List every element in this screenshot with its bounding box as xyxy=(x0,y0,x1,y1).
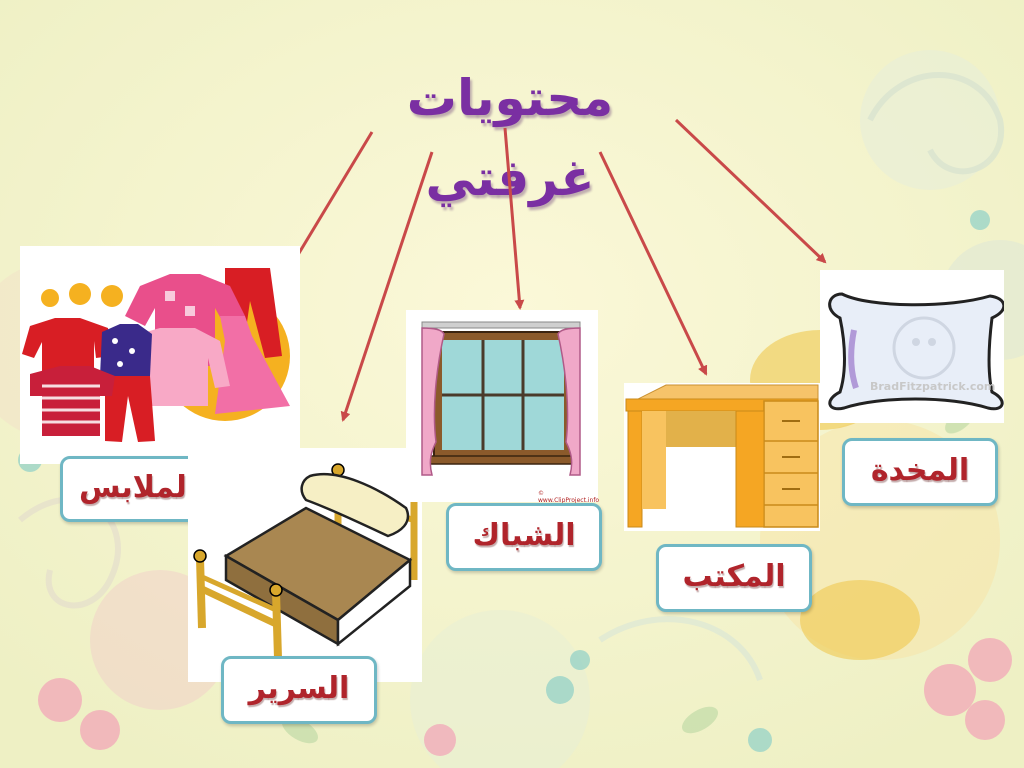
label-desk: المكتب xyxy=(656,544,812,612)
desk-image xyxy=(624,383,820,531)
window-icon xyxy=(421,321,581,476)
credit-fitzpatrick: BradFitzpatrick.com xyxy=(870,380,996,393)
window-image: © www.ClipProject.info xyxy=(406,310,600,504)
clothes-icon xyxy=(22,268,290,442)
credit-clipproject: © www.ClipProject.info xyxy=(538,490,600,504)
pillow-icon xyxy=(828,292,1004,411)
pillow-image: BradFitzpatrick.com xyxy=(820,270,1004,423)
label-window: الشباك xyxy=(446,503,602,571)
clothes-image xyxy=(20,246,300,464)
label-pillow: المخدة xyxy=(842,438,998,506)
label-bed: السرير xyxy=(221,656,377,724)
desk-icon xyxy=(625,384,819,528)
bed-icon xyxy=(193,463,421,659)
page-title: محتويات غرفتي xyxy=(406,69,614,207)
bed-image xyxy=(188,448,422,682)
